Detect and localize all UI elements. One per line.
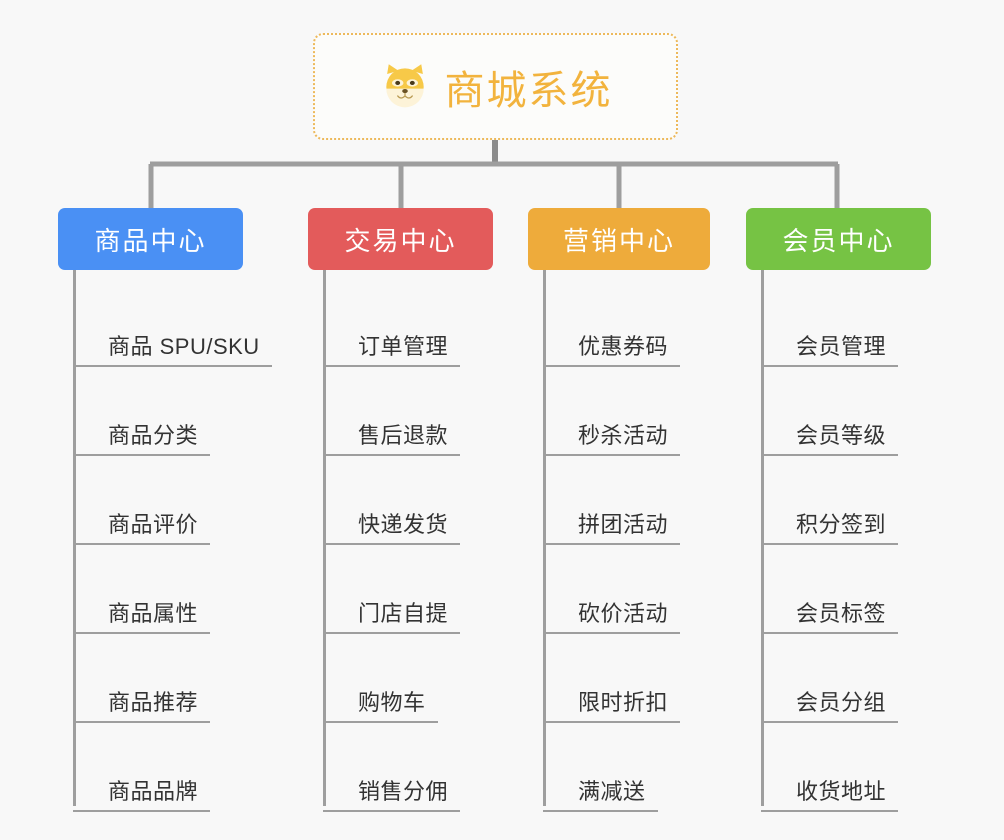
dog-face-emoji: [379, 61, 431, 113]
leaf-item-label: 订单管理: [358, 334, 449, 359]
leaf-item-label: 优惠券码: [578, 334, 669, 359]
leaf-trunk-line: [323, 270, 326, 806]
leaf-item[interactable]: 砍价活动: [543, 545, 710, 634]
leaf-item-label: 积分签到: [796, 512, 887, 537]
leaf-underline: [73, 810, 210, 812]
leaf-item-label: 商品分类: [108, 423, 199, 448]
leaf-trunk-line: [761, 270, 764, 806]
leaf-item-label: 会员管理: [796, 334, 887, 359]
leaf-item-label: 商品推荐: [108, 690, 199, 715]
leaf-item-label: 限时折扣: [578, 690, 669, 715]
leaf-item[interactable]: 优惠券码: [543, 278, 710, 367]
leaf-item[interactable]: 商品 SPU/SKU: [73, 278, 272, 367]
branch-header-trade-center[interactable]: 交易中心: [308, 208, 493, 270]
leaf-underline: [761, 721, 898, 723]
branch-column-product-center: 商品中心商品 SPU/SKU 商品分类商品评价商品属性商品推荐商品品牌: [58, 208, 272, 812]
branch-header-marketing-center[interactable]: 营销中心: [528, 208, 710, 270]
branch-header-product-center[interactable]: 商品中心: [58, 208, 243, 270]
leaf-underline: [543, 365, 680, 367]
leaf-item[interactable]: 订单管理: [323, 278, 493, 367]
leaf-underline: [543, 543, 680, 545]
leaf-underline: [323, 721, 438, 723]
leaf-item[interactable]: 商品品牌: [73, 723, 243, 812]
leaf-item-label: 销售分佣: [358, 779, 449, 804]
leaf-underline: [761, 810, 898, 812]
leaf-underline: [73, 632, 210, 634]
leaf-underline: [323, 810, 460, 812]
leaf-underline: [543, 632, 680, 634]
leaf-item-label: 商品属性: [108, 601, 199, 626]
leaf-item-label: 拼团活动: [578, 512, 669, 537]
leaf-item[interactable]: 购物车: [323, 634, 493, 723]
branch-column-member-center: 会员中心会员管理会员等级积分签到会员标签会员分组收货地址: [746, 208, 931, 812]
leaf-list-trade-center: 订单管理售后退款快递发货门店自提购物车销售分佣: [323, 270, 493, 812]
leaf-item-label: 会员标签: [796, 601, 887, 626]
leaf-item[interactable]: 商品属性: [73, 545, 243, 634]
leaf-item[interactable]: 会员分组: [761, 634, 931, 723]
leaf-underline: [761, 632, 898, 634]
leaf-underline: [323, 454, 460, 456]
leaf-item[interactable]: 商品分类: [73, 367, 243, 456]
leaf-underline: [323, 632, 460, 634]
leaf-underline: [73, 365, 272, 367]
leaf-item-label: 门店自提: [358, 601, 449, 626]
leaf-item[interactable]: 商品推荐: [73, 634, 243, 723]
leaf-item[interactable]: 门店自提: [323, 545, 493, 634]
leaf-item[interactable]: 售后退款: [323, 367, 493, 456]
leaf-item[interactable]: 会员标签: [761, 545, 931, 634]
leaf-item[interactable]: 会员等级: [761, 367, 931, 456]
leaf-trunk-line: [543, 270, 546, 806]
leaf-item[interactable]: 积分签到: [761, 456, 931, 545]
leaf-item-label: 购物车: [358, 690, 426, 715]
leaf-underline: [543, 810, 658, 812]
leaf-item[interactable]: 拼团活动: [543, 456, 710, 545]
leaf-item-label: 会员等级: [796, 423, 887, 448]
leaf-item-label: 商品评价: [108, 512, 199, 537]
leaf-item[interactable]: 会员管理: [761, 278, 931, 367]
leaf-item[interactable]: 限时折扣: [543, 634, 710, 723]
leaf-item[interactable]: 满减送: [543, 723, 710, 812]
leaf-item-label: 商品品牌: [108, 779, 199, 804]
leaf-item-label: 商品 SPU/SKU: [108, 334, 260, 359]
leaf-item[interactable]: 快递发货: [323, 456, 493, 545]
leaf-item[interactable]: 商品评价: [73, 456, 243, 545]
root-title: 商城系统: [444, 68, 613, 113]
leaf-underline: [761, 543, 898, 545]
leaf-item-label: 会员分组: [796, 690, 887, 715]
leaf-underline: [543, 454, 680, 456]
leaf-underline: [323, 365, 460, 367]
leaf-item-label: 收货地址: [796, 779, 887, 804]
leaf-underline: [761, 365, 898, 367]
leaf-list-product-center: 商品 SPU/SKU 商品分类商品评价商品属性商品推荐商品品牌: [73, 270, 272, 812]
leaf-trunk-line: [73, 270, 76, 806]
root-node[interactable]: 商城系统: [313, 33, 678, 140]
leaf-underline: [323, 543, 460, 545]
leaf-item[interactable]: 销售分佣: [323, 723, 493, 812]
leaf-underline: [73, 454, 210, 456]
leaf-item-label: 砍价活动: [578, 601, 669, 626]
leaf-underline: [73, 721, 210, 723]
leaf-item[interactable]: 秒杀活动: [543, 367, 710, 456]
leaf-underline: [73, 543, 210, 545]
leaf-list-marketing-center: 优惠券码秒杀活动拼团活动砍价活动限时折扣满减送: [543, 270, 710, 812]
leaf-item-label: 秒杀活动: [578, 423, 669, 448]
branch-column-marketing-center: 营销中心优惠券码秒杀活动拼团活动砍价活动限时折扣满减送: [528, 208, 710, 812]
leaf-list-member-center: 会员管理会员等级积分签到会员标签会员分组收货地址: [761, 270, 931, 812]
leaf-item-label: 满减送: [578, 779, 646, 804]
leaf-item-label: 快递发货: [358, 512, 449, 537]
branch-header-member-center[interactable]: 会员中心: [746, 208, 931, 270]
leaf-item-label: 售后退款: [358, 423, 449, 448]
leaf-underline: [761, 454, 898, 456]
leaf-underline: [543, 721, 680, 723]
leaf-item[interactable]: 收货地址: [761, 723, 931, 812]
branch-column-trade-center: 交易中心订单管理售后退款快递发货门店自提购物车销售分佣: [308, 208, 493, 812]
